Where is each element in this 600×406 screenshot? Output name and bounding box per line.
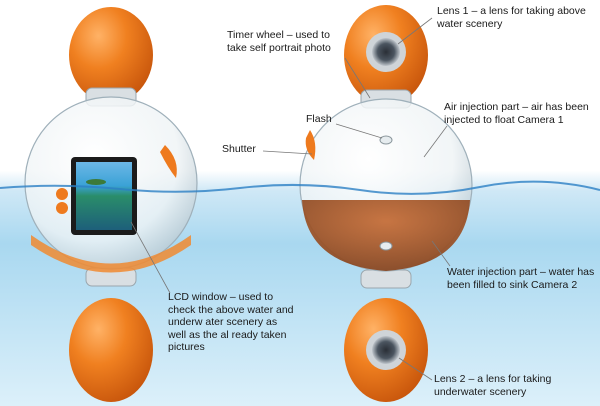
camera-1-side-button — [160, 145, 177, 178]
flash — [379, 135, 393, 145]
top-float-ball — [69, 7, 153, 103]
leader-lines — [130, 17, 451, 381]
leader-lens1 — [397, 17, 433, 45]
label-shutter: Shutter — [222, 143, 256, 155]
label-lcd-window: LCD window – used to check the above wat… — [168, 291, 294, 353]
filled-water — [302, 200, 470, 271]
leader-air — [423, 125, 448, 158]
camera-1-control-button-1 — [56, 188, 68, 200]
camera-1-control-button-2 — [56, 202, 68, 214]
leader-flash — [335, 123, 383, 139]
camera-1 — [24, 7, 198, 402]
leader-water — [431, 240, 451, 267]
label-flash: Flash — [306, 113, 332, 125]
lcd-island — [86, 179, 106, 185]
leader-timer — [344, 57, 371, 99]
label-water-injection: Water injection part – water has been fi… — [447, 266, 595, 291]
water-surface — [0, 180, 600, 195]
lens-2 — [372, 336, 400, 364]
label-air-injection: Air injection part – air has been inject… — [444, 101, 589, 126]
camera-1-orange-rim — [31, 235, 191, 273]
water-injection-valve — [379, 241, 393, 251]
bottom-collar-2 — [360, 269, 412, 289]
leader-shutter — [262, 150, 313, 155]
label-lens-2: Lens 2 – a lens for taking underwater sc… — [434, 373, 552, 398]
leader-lens2 — [398, 357, 433, 381]
lens-1 — [372, 38, 400, 66]
camera-2 — [299, 5, 473, 402]
bottom-float-ball — [69, 298, 153, 402]
shutter-button — [305, 130, 316, 160]
label-timer-wheel: Timer wheel – used to take self portrait… — [227, 29, 331, 54]
lcd-screen — [76, 162, 132, 230]
leader-lcd — [130, 221, 171, 294]
label-lens-1: Lens 1 – a lens for taking above water s… — [437, 5, 586, 30]
